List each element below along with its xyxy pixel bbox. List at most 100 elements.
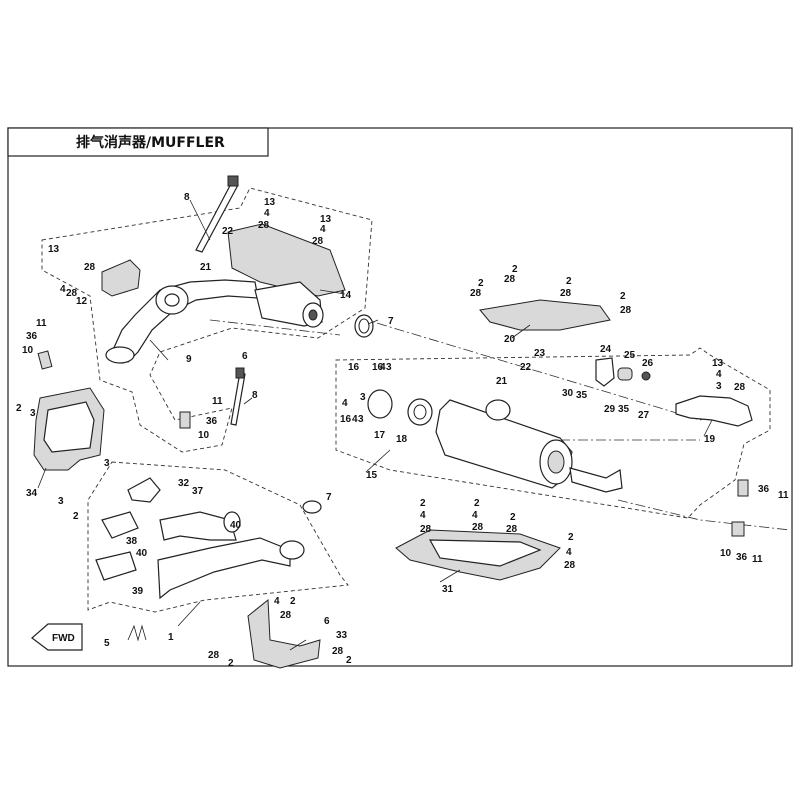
- callout-8: 8: [252, 390, 258, 401]
- callout-2: 2: [620, 291, 626, 302]
- callout-40: 40: [230, 520, 242, 531]
- callout-3: 3: [58, 496, 64, 507]
- callout-2: 2: [512, 264, 518, 275]
- coupler-39: [95, 551, 137, 581]
- callout-28: 28: [312, 236, 324, 247]
- callout-2: 2: [568, 532, 574, 543]
- muffler-group-outline: [335, 347, 771, 519]
- callout-28: 28: [734, 382, 746, 393]
- diagram-frame: [7, 127, 793, 667]
- callout-4: 4: [716, 369, 722, 380]
- spring-10-right-a: [737, 479, 749, 497]
- callout-39: 39: [132, 586, 144, 597]
- callout-36: 36: [758, 484, 770, 495]
- bracket-33: [247, 598, 321, 669]
- callout-30: 30: [562, 388, 574, 399]
- callout-28: 28: [258, 220, 270, 231]
- callout-2: 2: [420, 498, 426, 509]
- callout-4: 4: [274, 596, 280, 607]
- callout-28: 28: [420, 524, 432, 535]
- callout-2: 2: [16, 403, 22, 414]
- callout-28: 28: [506, 524, 518, 535]
- callout-19: 19: [704, 434, 716, 445]
- callout-17: 17: [374, 430, 386, 441]
- callout-4: 4: [420, 510, 426, 521]
- callout-13: 13: [712, 358, 724, 369]
- callout-6: 6: [242, 351, 248, 362]
- spring-5: [127, 624, 147, 642]
- callout-28: 28: [84, 262, 96, 273]
- centerline-2: [209, 319, 341, 336]
- top-heat-shield: [227, 223, 346, 297]
- callout-37: 37: [192, 486, 204, 497]
- callout-36: 36: [26, 331, 38, 342]
- muffler-end-cap-inner: [547, 450, 565, 474]
- sensor-8-upper-plug: [227, 175, 239, 187]
- shield-12: [101, 259, 141, 297]
- rear-pipe-group-outline: [87, 461, 349, 613]
- callout-28: 28: [280, 610, 292, 621]
- guard-20: [479, 299, 611, 331]
- callout-10: 10: [198, 430, 210, 441]
- callout-7: 7: [326, 492, 332, 503]
- callout-43b: 3: [386, 362, 392, 373]
- coupler-38: [101, 511, 139, 539]
- callout-2: 2: [510, 512, 516, 523]
- callout-22: 22: [222, 226, 234, 237]
- callout-22: 22: [520, 362, 532, 373]
- callout-13: 13: [264, 197, 276, 208]
- callout-28: 28: [504, 274, 516, 285]
- callout-16: 16: [340, 414, 352, 425]
- callout-10: 10: [22, 345, 34, 356]
- spring-10-left: [37, 350, 53, 370]
- bracket-24: [595, 357, 615, 387]
- callout-18: 18: [396, 434, 408, 445]
- fwd-arrow-icon: [31, 623, 83, 651]
- callout-43: 4: [380, 362, 386, 373]
- callout-8: 8: [184, 192, 190, 203]
- callouts: 1 2 2 2 2 2 2 2 2 2 2 2 2 2 3 3 3 3 3 4 …: [16, 192, 789, 669]
- page-title: 排气消声器/MUFFLER: [76, 134, 225, 151]
- callout-4: 4: [342, 398, 348, 409]
- heat-shield-34-inner: [43, 401, 95, 453]
- callout-43d: 3: [358, 414, 364, 425]
- callout-21: 21: [200, 262, 212, 273]
- callout-2: 2: [73, 511, 79, 522]
- callout-36: 36: [736, 552, 748, 563]
- front-pipe-group-outline: [41, 187, 373, 453]
- callout-36: 36: [206, 416, 218, 427]
- callout-40: 40: [136, 548, 148, 559]
- callout-11: 11: [212, 396, 223, 407]
- callout-14: 14: [340, 290, 352, 301]
- callout-31: 31: [442, 584, 454, 595]
- callout-23: 23: [534, 348, 546, 359]
- callout-2: 2: [290, 596, 296, 607]
- callout-2: 2: [566, 276, 572, 287]
- title-box: [7, 127, 269, 157]
- callout-6: 6: [324, 616, 330, 627]
- callout-12: 12: [76, 296, 88, 307]
- callout-4: 4: [60, 284, 66, 295]
- muffler-inlet: [485, 399, 511, 421]
- callout-16: 16: [348, 362, 360, 373]
- callout-24: 24: [600, 344, 612, 355]
- callout-11: 11: [778, 490, 789, 501]
- callout-3: 3: [360, 392, 366, 403]
- callout-15: 15: [366, 470, 378, 481]
- callout-9: 9: [186, 354, 192, 365]
- sensor-8-lower-plug: [235, 367, 245, 379]
- callout-1: 1: [168, 632, 174, 643]
- callout-28: 28: [66, 288, 78, 299]
- flange-17: [367, 389, 393, 419]
- tail-pipe-19: [675, 395, 753, 427]
- callout-38: 38: [126, 536, 138, 547]
- rear-exhaust-pipe-1: [157, 537, 291, 600]
- callout-2: 2: [478, 278, 484, 289]
- nut-26: [641, 371, 651, 381]
- callout-3: 3: [716, 381, 722, 392]
- fwd-label: FWD: [52, 633, 75, 644]
- callout-28: 28: [332, 646, 344, 657]
- bushing-25: [617, 367, 633, 381]
- callout-4: 4: [264, 208, 270, 219]
